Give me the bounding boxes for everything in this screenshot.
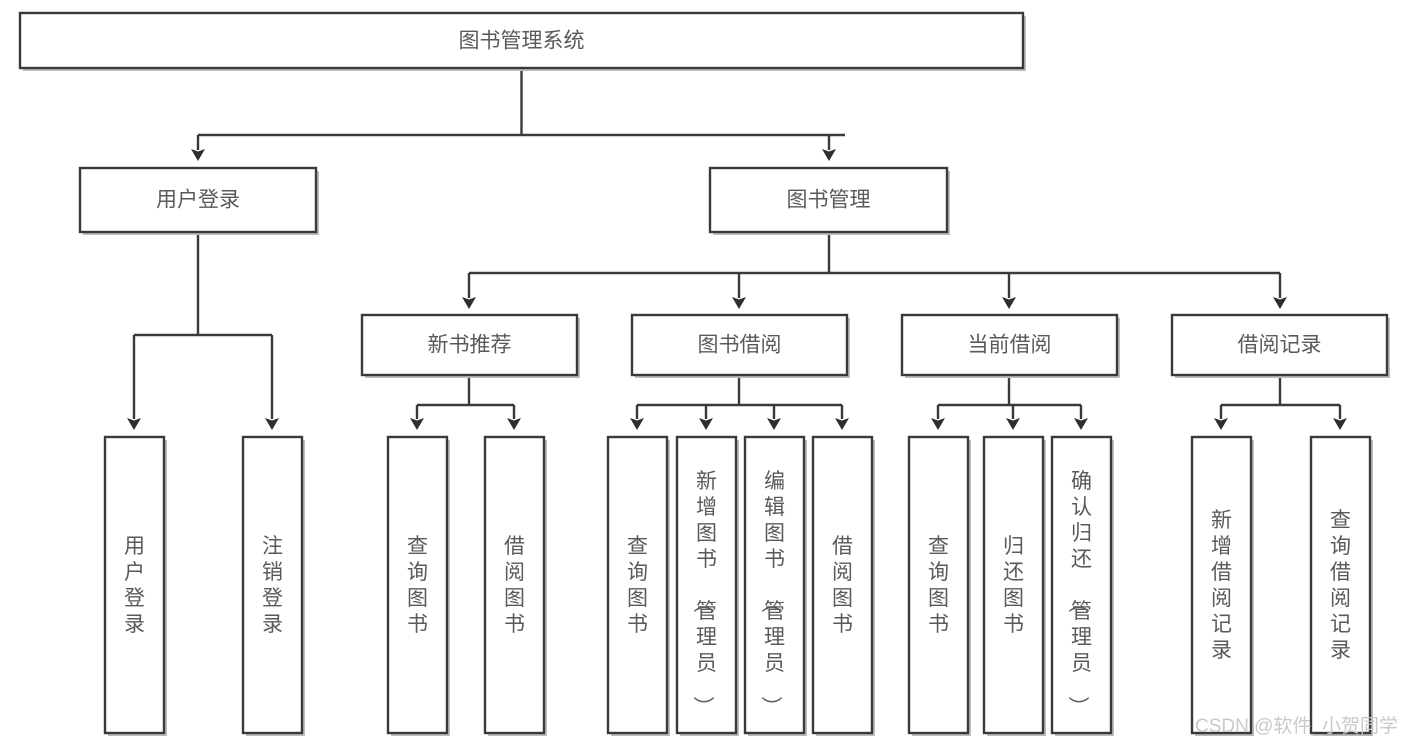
leaf-node-label: 归还图书 — [1003, 535, 1024, 636]
leaf-node-label: 查询图书 — [928, 535, 949, 636]
leaf-node-12-新增借阅记录[interactable]: 新增借阅记录 — [1190, 435, 1254, 736]
leaf-node-box — [907, 435, 970, 735]
node-borrow-record-label: 借阅记录 — [1238, 334, 1322, 357]
leaf-node-layer: 用户登录 注销登录 查询图书 借阅图书 查询图书 新增图书（管理员） 编辑图书（管理员） 借阅… — [103, 435, 1373, 736]
leaf-node-label: 查询借阅记录 — [1330, 509, 1351, 662]
leaf-node-box — [982, 435, 1045, 735]
leaf-node-box — [743, 435, 806, 735]
leaf-node-box — [811, 435, 874, 735]
node-book-borrow[interactable]: 图书借阅 — [630, 313, 850, 378]
leaf-node-label: 借阅图书 — [504, 535, 525, 636]
leaf-node-label: 新增借阅记录 — [1211, 509, 1232, 662]
node-root-system-box — [18, 11, 1025, 70]
leaf-node-11-确认归还管理员[interactable]: 确认归还（管理员） — [1050, 435, 1114, 736]
leaf-node-7-编辑图书管理员[interactable]: 编辑图书（管理员） — [743, 435, 807, 736]
node-book-management[interactable]: 图书管理 — [708, 166, 950, 235]
leaf-node-9-查询图书[interactable]: 查询图书 — [907, 435, 971, 736]
leaf-node-label: 查询图书 — [627, 535, 648, 636]
leaf-node-box — [103, 435, 166, 735]
leaf-node-label: 查询图书 — [407, 535, 428, 636]
node-root-system-label: 图书管理系统 — [459, 30, 585, 53]
node-borrow-record[interactable]: 借阅记录 — [1170, 313, 1390, 378]
leaf-node-10-归还图书[interactable]: 归还图书 — [982, 435, 1046, 736]
leaf-node-label: 注销登录 — [262, 535, 283, 636]
leaf-node-label: 确认归还（管理员） — [1066, 470, 1092, 717]
node-book-borrow-box — [630, 313, 849, 377]
node-user-login-label: 用户登录 — [156, 189, 240, 212]
leaf-node-box — [675, 435, 738, 735]
leaf-node-1-用户登录[interactable]: 用户登录 — [103, 435, 167, 736]
node-user-login[interactable]: 用户登录 — [78, 166, 319, 235]
leaf-node-box — [386, 435, 449, 735]
leaf-node-6-新增图书管理员[interactable]: 新增图书（管理员） — [675, 435, 739, 736]
leaf-node-label: 用户登录 — [124, 535, 145, 636]
node-book-management-box — [708, 166, 949, 234]
node-book-borrow-label: 图书借阅 — [698, 334, 782, 357]
leaf-node-4-借阅图书[interactable]: 借阅图书 — [483, 435, 547, 736]
node-new-book-recommend-label: 新书推荐 — [428, 334, 512, 357]
node-new-book-recommend-box — [360, 313, 579, 377]
node-borrow-record-box — [1170, 313, 1389, 377]
leaf-node-box — [241, 435, 304, 735]
leaf-node-box — [1190, 435, 1253, 735]
node-root-system[interactable]: 图书管理系统 — [18, 11, 1026, 71]
leaf-node-3-查询图书[interactable]: 查询图书 — [386, 435, 450, 736]
leaf-node-2-注销登录[interactable]: 注销登录 — [241, 435, 305, 736]
connector-layer — [127, 68, 1347, 430]
node-book-management-label: 图书管理 — [787, 189, 871, 212]
leaf-node-box — [606, 435, 669, 735]
node-current-borrow-label: 当前借阅 — [968, 334, 1052, 357]
leaf-node-13-查询借阅记录[interactable]: 查询借阅记录 — [1309, 435, 1373, 736]
leaf-node-box — [1050, 435, 1113, 735]
node-current-borrow-box — [900, 313, 1119, 377]
leaf-node-label: 编辑图书（管理员） — [759, 470, 785, 717]
node-new-book-recommend[interactable]: 新书推荐 — [360, 313, 580, 378]
leaf-node-8-借阅图书[interactable]: 借阅图书 — [811, 435, 875, 736]
node-user-login-box — [78, 166, 318, 234]
leaf-node-label: 借阅图书 — [832, 535, 853, 636]
csdn-watermark: CSDN @软件_小贺同学 — [1195, 715, 1398, 737]
leaf-node-box — [1309, 435, 1372, 735]
node-current-borrow[interactable]: 当前借阅 — [900, 313, 1120, 378]
leaf-node-5-查询图书[interactable]: 查询图书 — [606, 435, 670, 736]
leaf-node-label: 新增图书（管理员） — [691, 470, 717, 717]
leaf-node-box — [483, 435, 546, 735]
